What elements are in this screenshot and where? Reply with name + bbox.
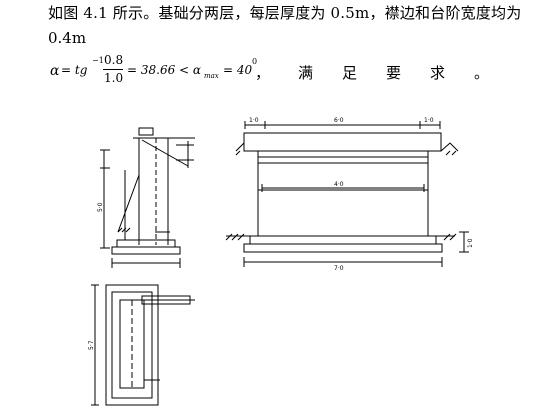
dim-top-right: 1·0 [424,117,434,124]
front-section-drawing [225,121,469,267]
formula-eq1: = tg [61,63,88,77]
result-char-1: 满 [298,64,314,82]
dim-plan-height: 5·7 [88,340,95,350]
dim-top-left: 1·0 [249,117,259,124]
dim-mid: 4·0 [334,181,344,188]
dim-bottom: 7·0 [334,265,344,272]
plan-drawing [91,284,195,406]
dim-side-height: 5·0 [97,202,104,212]
dim-top-mid: 6·0 [334,117,344,124]
line2: 0.4m [48,29,87,47]
formula-comma: ， [255,64,271,82]
formula-num: 0.8 [104,53,124,67]
line1: 如图 4.1 所示。基础分两层，每层厚度为 0.5m，襟边和台阶宽度均为 [48,4,522,22]
formula-deg: 0 [252,57,258,66]
formula-end: = 40 [223,63,253,77]
result-char-5: 。 [474,64,490,82]
formula-alpha: α [50,63,60,79]
formula-rest: = 38.66 < α [127,63,202,77]
dim-right-height: 1·0 [467,238,474,248]
result-char-3: 要 [386,64,402,82]
side-section-drawing [100,127,195,268]
result-char-2: 足 [342,64,358,82]
formula-den: 1.0 [104,71,124,85]
formula: α = tg −1 0.8 1.0 = 38.66 < α max = 40 0 [48,53,548,87]
formula-sup: −1 [92,56,104,65]
formula-sub: max [204,72,219,80]
result-char-4: 求 [430,64,446,82]
